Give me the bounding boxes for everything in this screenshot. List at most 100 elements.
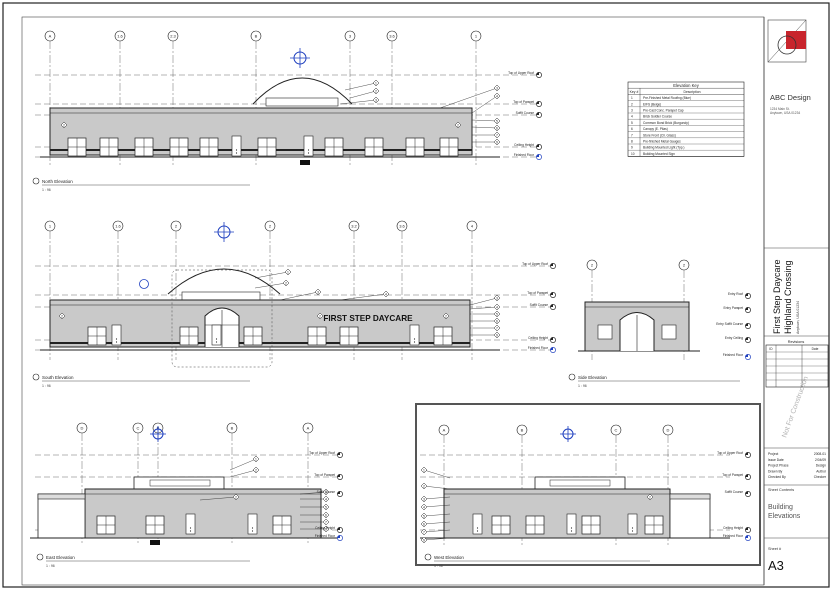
- level-target-fill: [337, 535, 340, 538]
- level-label: Finished Floor: [514, 153, 535, 157]
- grid-bubble: [396, 220, 408, 232]
- keynote-leader: [471, 95, 498, 114]
- north-arrow-target: [290, 48, 310, 68]
- project-address: Anytown, USA 01234: [796, 301, 800, 334]
- grid-bubble: [662, 424, 674, 436]
- project-info-label: Drawn By: [768, 469, 783, 473]
- keynote-tag: [493, 310, 501, 318]
- wing-fascia: [37, 493, 86, 500]
- view-marker: [32, 177, 40, 185]
- keynote-tag: [420, 482, 428, 490]
- keynote-number: 1: [287, 270, 289, 274]
- keynote-leader: [423, 513, 451, 517]
- keynote-number: 2: [255, 468, 257, 472]
- level-label: Soffit Course: [516, 111, 535, 115]
- keynote-tag: [322, 511, 330, 519]
- keynote-leader: [229, 469, 257, 478]
- key-row-number: 5: [631, 121, 633, 125]
- door-hardware: [115, 338, 118, 340]
- level-label: Soffit Course: [725, 490, 744, 494]
- level-label: Soffit Course: [317, 490, 336, 494]
- door: [566, 513, 577, 535]
- side-elevation-title: Side Elevation: [578, 375, 607, 380]
- keynote-tag: [493, 294, 501, 302]
- key-row-description: Pre-Finished Metal Roofing (Blue): [643, 96, 691, 100]
- sheet-contents-line-2: Elevations: [768, 513, 801, 520]
- keynote-number: 2: [457, 123, 459, 127]
- level-label: Top of Upper Roof: [717, 451, 743, 455]
- keynote-number: 5: [325, 505, 327, 509]
- keynote-tag: [493, 84, 501, 92]
- side-wing: [37, 493, 86, 539]
- keynote-number: 5: [496, 312, 498, 316]
- clerestory-windows: [149, 479, 211, 487]
- keynote-tag: [493, 331, 501, 339]
- grid-label: 3.6: [389, 34, 395, 39]
- door: [627, 513, 638, 535]
- level-target-fill: [745, 293, 748, 296]
- level-label: Finished Floor: [528, 346, 549, 350]
- level-label: Top of Parapet: [513, 100, 534, 104]
- grid-label: 3.6: [399, 224, 405, 229]
- west-elevation-title: West Elevation: [434, 555, 464, 560]
- entry-storefront: [204, 307, 240, 347]
- door-hardware: [570, 530, 573, 532]
- key-row-number: 9: [631, 146, 633, 150]
- key-header: Description: [684, 90, 701, 94]
- keynote-tag: [493, 92, 501, 100]
- project-location: Highland Crossing: [783, 260, 793, 334]
- grid-bubble: [344, 30, 356, 42]
- door: [247, 513, 258, 535]
- view-marker: [36, 553, 44, 561]
- grid-label: A: [443, 428, 446, 433]
- keynote-number: 9: [496, 140, 498, 144]
- grid-label: 1: [475, 34, 478, 39]
- level-target-fill: [745, 491, 748, 494]
- logo-red-square: [786, 31, 806, 49]
- level-target-fill: [745, 337, 748, 340]
- door-hardware: [235, 152, 238, 154]
- keynote-leader: [229, 458, 257, 471]
- key-header: Key #: [630, 90, 639, 94]
- key-row-number: 4: [631, 115, 633, 119]
- grid-label: C: [615, 428, 618, 433]
- project-info-value: Design: [816, 464, 826, 468]
- wing-fascia: [669, 493, 711, 500]
- keynote-leader: [423, 537, 451, 541]
- grid-label: D: [81, 426, 84, 431]
- door-hardware: [476, 527, 479, 529]
- keynote-tag: [372, 96, 380, 104]
- selected-view-frame[interactable]: [415, 403, 761, 566]
- level-target-fill: [337, 527, 340, 530]
- grid-bubble: [76, 422, 88, 434]
- logo-circle: [777, 35, 797, 55]
- view-marker: [568, 373, 576, 381]
- level-target-fill: [745, 527, 748, 530]
- project-info-label: Project: [768, 452, 778, 456]
- keynote-number: 6: [496, 319, 498, 323]
- keynote-number: 3: [325, 490, 327, 494]
- keynote-tag: [322, 518, 330, 526]
- project-info-label: Issue Date: [768, 458, 784, 462]
- keynote-leader: [423, 485, 451, 490]
- watermark: Not For Construction: [781, 376, 810, 439]
- keynote-leader: [344, 82, 377, 91]
- door-hardware: [115, 341, 118, 343]
- entry-callout-boundary: [171, 269, 273, 368]
- side-wing: [669, 493, 711, 539]
- keynote-leader: [349, 90, 377, 99]
- level-label: Ceiling Height: [514, 143, 534, 147]
- level-target-fill: [745, 307, 748, 310]
- arch-roof: [252, 77, 353, 105]
- door-hardware: [476, 530, 479, 532]
- keynote-leader: [423, 529, 451, 533]
- level-target-fill: [550, 263, 553, 266]
- keynote-leader: [279, 291, 319, 301]
- door-hardware: [631, 527, 634, 529]
- door-hardware: [189, 527, 192, 529]
